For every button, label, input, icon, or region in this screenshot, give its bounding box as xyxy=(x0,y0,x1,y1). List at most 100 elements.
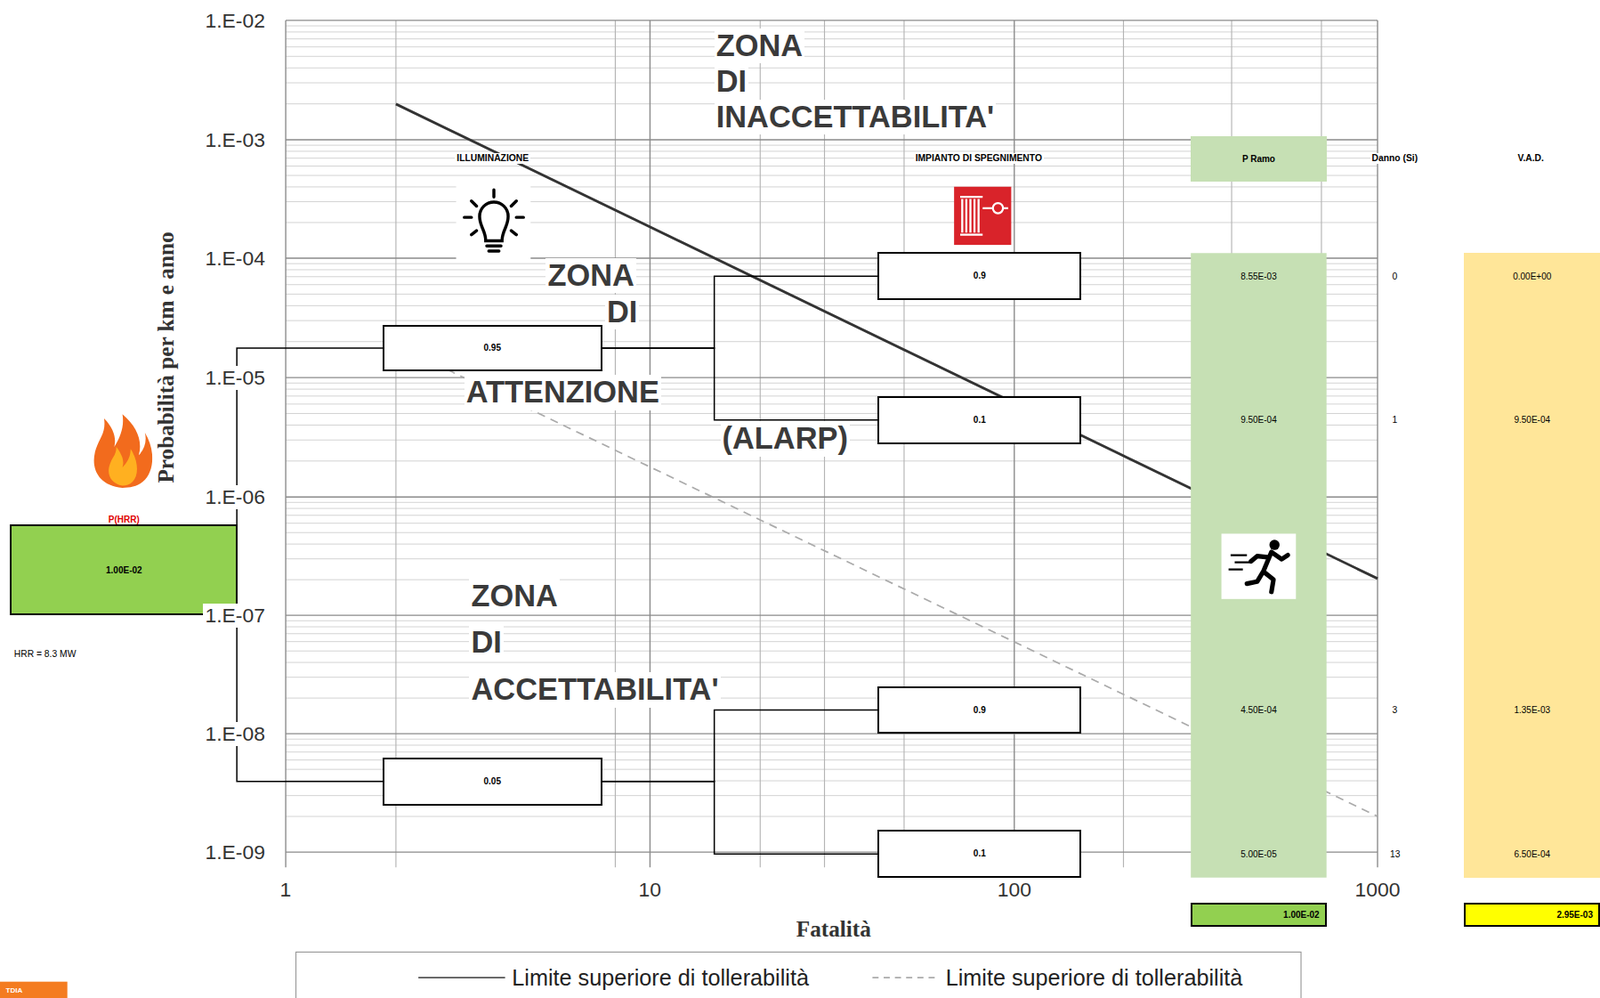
bulb-icon-rays xyxy=(464,189,525,251)
node-value: P Ramo xyxy=(1242,153,1276,165)
grid-line xyxy=(285,31,1378,33)
grid-line xyxy=(285,38,1378,40)
node-value: 1.00E-02 xyxy=(105,565,143,576)
node-value: 5.00E-05 xyxy=(1190,848,1327,860)
y-tick: 1.E-09 xyxy=(202,840,267,864)
x-tick: 100 xyxy=(995,877,1034,901)
y-axis-title: Probabilità per km e anno xyxy=(152,229,178,485)
node-value: 0.05 xyxy=(484,775,502,787)
column-header-band: P Ramo xyxy=(1190,136,1327,183)
p-ramo-column-fill xyxy=(1190,252,1327,877)
hrr-note: HRR = 8.3 MW xyxy=(12,648,79,660)
branch-probability-column: 8.55E-03 9.50E-04 4.50E-04 5.00E-05 xyxy=(1190,252,1327,878)
x-tick: 1 xyxy=(278,877,294,901)
zone-label: ZONA xyxy=(545,258,636,294)
zone-label: ACCETTABILITA' xyxy=(468,671,720,708)
hose-reel-icon xyxy=(953,186,1011,245)
x-axis-title: Fatalità xyxy=(794,915,873,942)
grid-line xyxy=(285,67,1378,69)
damage-value: 13 xyxy=(1388,848,1402,860)
node-value: 0.1 xyxy=(973,848,986,859)
legend-solid-sample xyxy=(418,976,505,978)
grid-line xyxy=(649,20,651,867)
node-value: 1.00E-02 xyxy=(1283,909,1320,921)
grid-line xyxy=(285,46,1378,48)
legend-label: Limite superiore di tollerabilità xyxy=(509,964,811,991)
column-header: V.A.D. xyxy=(1516,153,1546,164)
node-value: 0.9 xyxy=(973,270,986,282)
y-tick: 1.E-02 xyxy=(202,8,267,33)
node-value: 2.95E-03 xyxy=(1556,909,1593,921)
node-value: 8.55E-03 xyxy=(1190,271,1327,283)
grid-line xyxy=(284,20,286,867)
branch-connector xyxy=(602,710,879,782)
fire-icon-core xyxy=(108,446,138,486)
column-header: Danno (Si) xyxy=(1370,153,1421,164)
bulb-icon xyxy=(479,202,509,242)
zone-label: (ALARP) xyxy=(720,420,850,457)
zone-label: ZONA xyxy=(714,28,805,65)
y-tick: 1.E-06 xyxy=(202,484,267,509)
node-heading: P(HRR) xyxy=(11,514,236,526)
grid-line xyxy=(285,185,1378,187)
branch-probability-box: 0.9 xyxy=(877,686,1082,735)
zone-label: ATTENZIONE xyxy=(464,374,662,411)
node-value: 0.00E+00 xyxy=(1463,271,1600,283)
grid-line xyxy=(285,201,1378,203)
logo-bar xyxy=(0,981,68,998)
runner-speed-lines xyxy=(1228,555,1252,570)
node-value: 0.9 xyxy=(973,704,986,716)
y-tick: 1.E-03 xyxy=(202,128,267,152)
zone-label: DI xyxy=(714,64,749,100)
branch-probability-box: 0.1 xyxy=(877,829,1082,878)
grid-line xyxy=(285,25,1378,27)
zone-label: DI xyxy=(605,294,639,331)
y-tick: 1.E-07 xyxy=(202,603,267,627)
branch-probability-box: 0.1 xyxy=(877,395,1082,445)
x-tick: 1000 xyxy=(1353,877,1403,901)
damage-value: 1 xyxy=(1390,414,1400,426)
branch-probability-box: 0.95 xyxy=(382,324,603,372)
zone-label: ZONA xyxy=(468,578,559,615)
node-value: 6.50E-04 xyxy=(1463,848,1600,860)
grid-line xyxy=(614,20,616,867)
y-tick: 1.E-04 xyxy=(202,246,267,270)
grid-line xyxy=(285,19,1378,21)
branch-connector xyxy=(602,781,879,854)
initiating-event-box: P(HRR)1.00E-02 xyxy=(9,524,238,615)
node-value: 9.50E-04 xyxy=(1463,414,1600,426)
logo-text: TDIA xyxy=(4,985,25,994)
hose-reel-drawing xyxy=(960,196,1009,235)
node-value: 0.95 xyxy=(484,342,502,354)
y-tick: 1.E-05 xyxy=(202,365,267,389)
fire-icon xyxy=(94,413,154,488)
legend-dashed-sample xyxy=(872,976,939,978)
branch-probability-box: 0.05 xyxy=(382,757,603,806)
node-value: 4.50E-04 xyxy=(1190,704,1327,716)
node-value: 0.1 xyxy=(973,414,986,426)
runner-icon-head xyxy=(1268,539,1279,550)
grid-line xyxy=(1376,20,1378,867)
grid-line xyxy=(285,221,1378,223)
total-box: 2.95E-03 xyxy=(1463,902,1600,928)
damage-value: 3 xyxy=(1390,704,1400,716)
zone-label: INACCETTABILITA' xyxy=(714,99,997,136)
runner-icon xyxy=(1246,551,1288,592)
x-tick: 10 xyxy=(636,877,663,901)
branch-probability-box: 0.9 xyxy=(877,251,1082,300)
grid-line xyxy=(395,20,396,867)
grid-line xyxy=(285,56,1378,57)
legend-label: Limite superiore di tollerabilità xyxy=(944,964,1245,991)
grid-line xyxy=(285,82,1378,84)
node-value: 9.50E-04 xyxy=(1190,414,1327,426)
y-tick: 1.E-08 xyxy=(202,721,267,745)
expected-damage-column: 0.00E+00 9.50E-04 1.35E-03 6.50E-04 xyxy=(1463,252,1600,878)
zone-label: DI xyxy=(468,624,503,661)
branch-connector xyxy=(602,275,879,348)
node-value: 1.35E-03 xyxy=(1463,704,1600,716)
legend-frame xyxy=(296,951,1302,998)
column-header: ILLUMINAZIONE xyxy=(454,153,531,164)
runner-icon-ground xyxy=(1221,533,1297,598)
branch-connector xyxy=(236,569,383,781)
damage-value: 0 xyxy=(1390,271,1400,283)
